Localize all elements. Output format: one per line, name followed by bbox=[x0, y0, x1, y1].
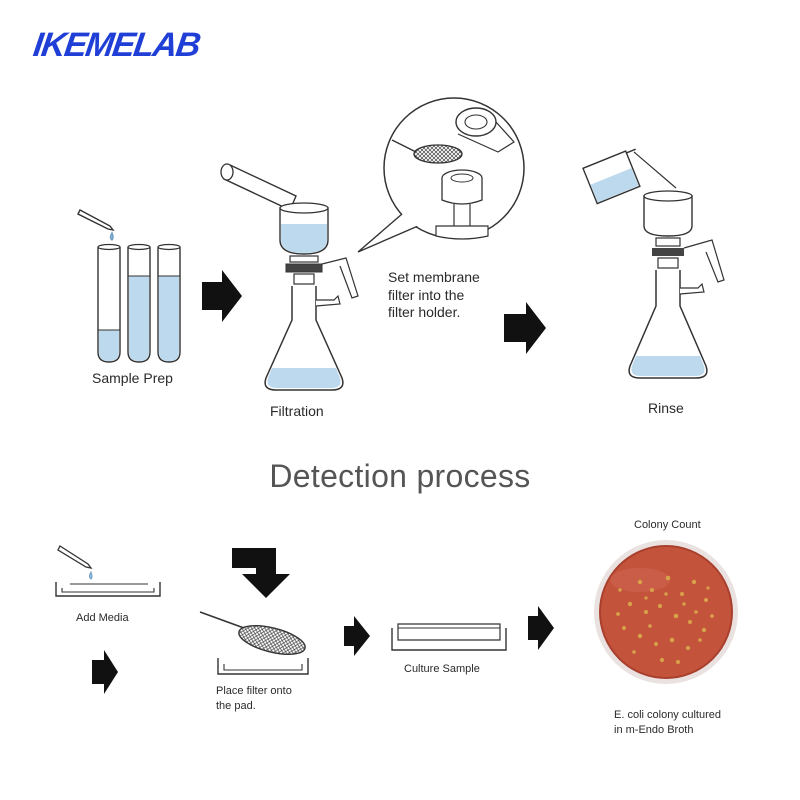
add-media-icon bbox=[55, 545, 161, 597]
step-label-line: filter into the bbox=[388, 286, 465, 303]
result-caption-line: E. coli colony cultured bbox=[614, 709, 721, 721]
step-label-sample-prep: Sample Prep bbox=[92, 370, 173, 386]
arrow-right-icon bbox=[504, 302, 546, 354]
step-label-line: filter holder. bbox=[388, 304, 461, 320]
step-label-rinse: Rinse bbox=[648, 400, 684, 416]
step-label-filtration: Filtration bbox=[270, 403, 324, 419]
arrow-bent-down-icon bbox=[232, 548, 290, 598]
step-label-add-media: Add Media bbox=[76, 612, 129, 624]
pipette-icon bbox=[77, 209, 115, 241]
test-tubes-icon bbox=[97, 243, 181, 363]
page-title: Detection process bbox=[269, 458, 531, 494]
ikemelab-logo: IKEMELAB bbox=[31, 26, 203, 64]
culture-dish-icon bbox=[391, 623, 507, 651]
step-label-set-membrane: Set membrane filter into the filter hold… bbox=[388, 269, 498, 322]
step-label-place-filter: Place filter onto the pad. bbox=[216, 684, 326, 715]
rinse-flask-icon bbox=[582, 148, 725, 379]
arrow-right-icon bbox=[344, 616, 370, 656]
result-caption: E. coli colony cultured in m-Endo Broth bbox=[614, 708, 764, 739]
step-label-line: Set membrane bbox=[388, 269, 480, 285]
arrow-right-icon bbox=[92, 650, 118, 694]
place-filter-icon bbox=[199, 611, 309, 675]
svg-text:IKEMELAB: IKEMELAB bbox=[31, 26, 203, 64]
filter-holder-zoom-icon bbox=[357, 97, 525, 253]
arrow-right-icon bbox=[202, 270, 242, 322]
step-label-line: Place filter onto bbox=[216, 685, 292, 697]
step-label-culture-sample: Culture Sample bbox=[404, 663, 480, 675]
filtration-flask-icon bbox=[220, 163, 359, 391]
petri-dish-photo bbox=[594, 540, 738, 684]
arrow-right-icon bbox=[528, 606, 554, 650]
step-label-line: the pad. bbox=[216, 700, 256, 713]
step-label-colony-count: Colony Count bbox=[634, 519, 701, 531]
result-caption-line: in m-Endo Broth bbox=[614, 724, 694, 737]
